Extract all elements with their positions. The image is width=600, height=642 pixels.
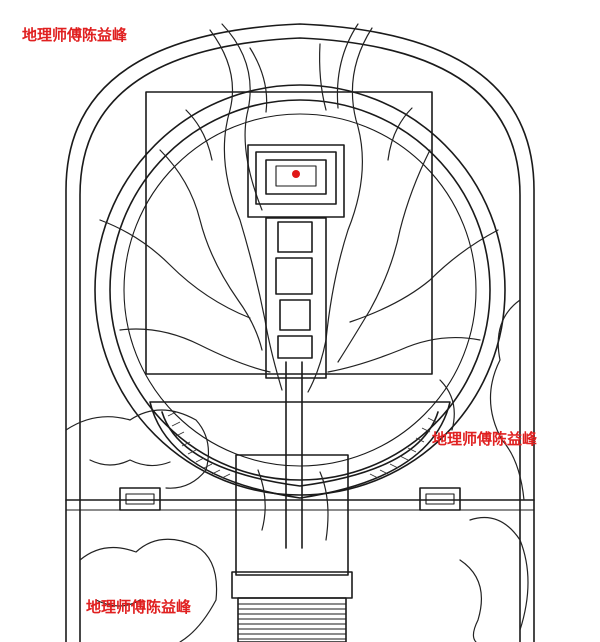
center-marker [292, 170, 300, 178]
outer-arch-frame [65, 23, 535, 642]
foliage-right [439, 299, 529, 642]
ground-line [65, 487, 535, 511]
inner-chamber [145, 91, 433, 375]
watermark-top: 地理师傅陈益峰 [22, 26, 128, 44]
altar-box [247, 144, 345, 218]
ring-circles [94, 84, 506, 496]
root-lines-upper [99, 23, 499, 393]
lower-steps [237, 597, 347, 642]
watermark-right: 地理师傅陈益峰 [432, 430, 538, 448]
watermark-bottom: 地理师傅陈益峰 [86, 598, 192, 616]
lower-arc-ring [149, 401, 451, 499]
foliage-left [65, 409, 218, 642]
axis-column [265, 217, 327, 549]
